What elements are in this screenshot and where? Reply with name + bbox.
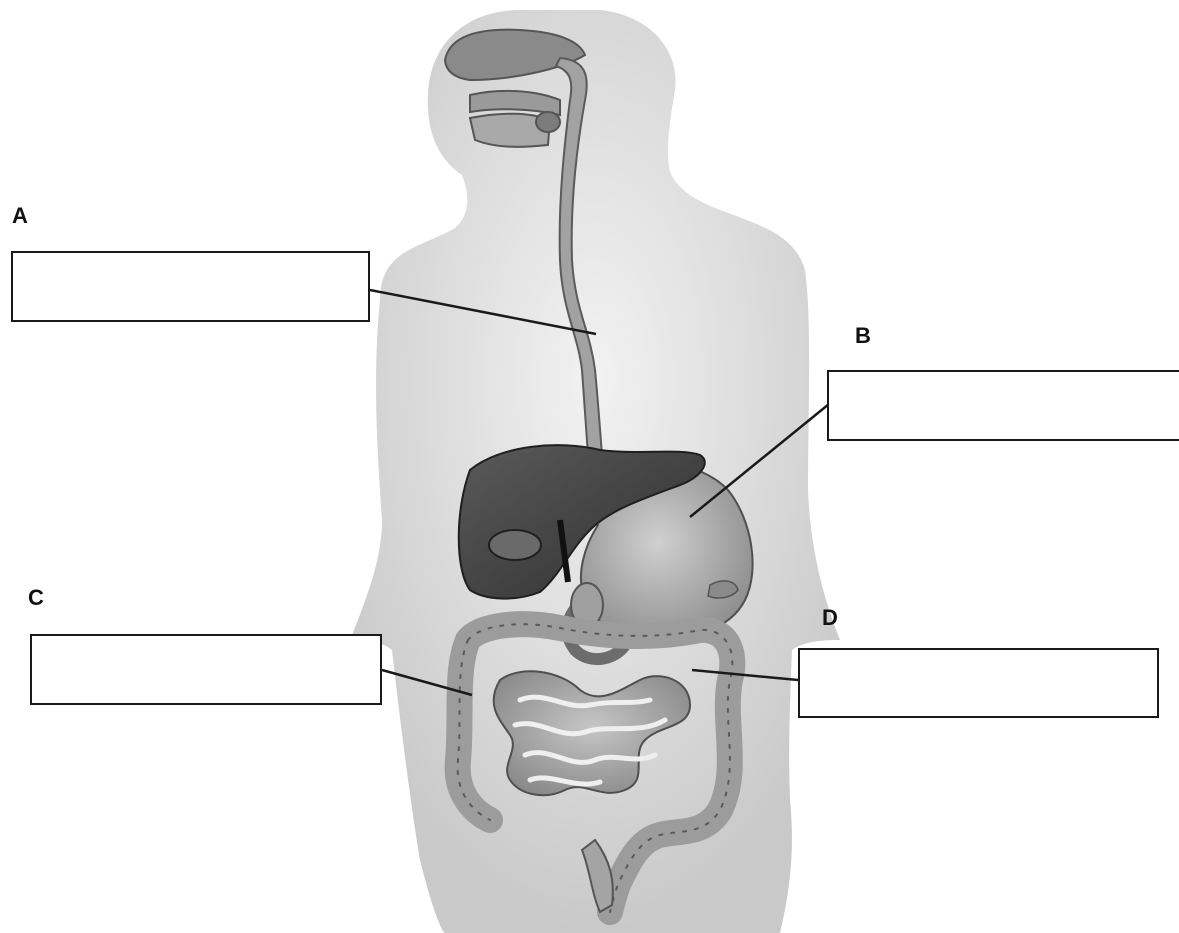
label-b: B — [855, 325, 871, 347]
answer-box-d[interactable] — [798, 648, 1159, 718]
epiglottis — [536, 112, 560, 132]
label-a: A — [12, 205, 28, 227]
answer-box-c[interactable] — [30, 634, 382, 705]
gallbladder — [489, 530, 541, 560]
answer-box-b[interactable] — [827, 370, 1179, 441]
label-c: C — [28, 587, 44, 609]
label-d: D — [822, 607, 838, 629]
answer-box-a[interactable] — [11, 251, 370, 322]
